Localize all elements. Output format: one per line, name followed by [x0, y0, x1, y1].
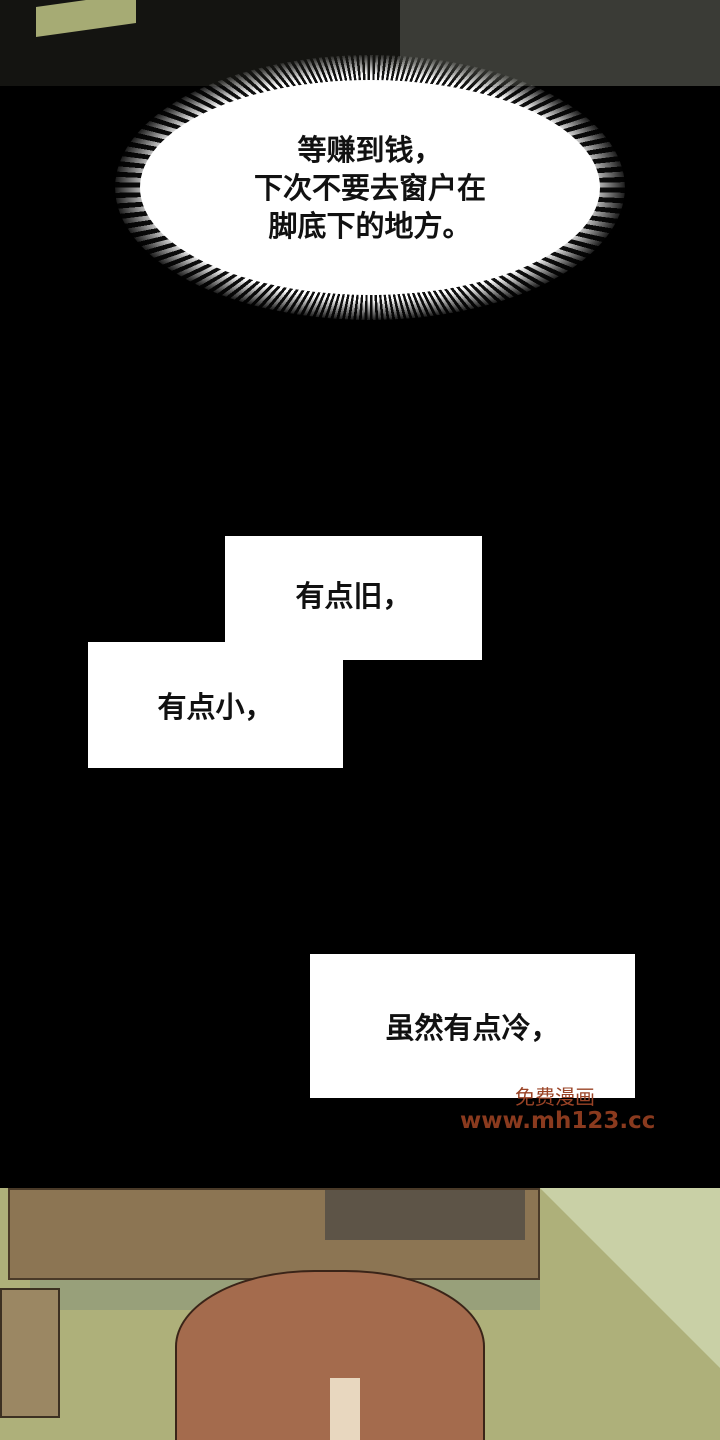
caption-box: 有点旧， — [225, 536, 482, 660]
watermark-title: 免费漫画 — [515, 1085, 595, 1109]
character-face — [330, 1378, 360, 1440]
watermark: 免费漫画 www.mh123.cc — [460, 1085, 656, 1134]
bubble-line: 脚底下的地方。 — [268, 208, 472, 243]
top-panel-scene — [0, 0, 720, 86]
speech-bubble: 等赚到钱， 下次不要去窗户在 脚底下的地方。 — [140, 80, 600, 295]
caption-box: 虽然有点冷， — [310, 954, 635, 1098]
wall — [540, 1188, 720, 1440]
bubble-line: 下次不要去窗户在 — [253, 170, 486, 205]
cardboard-box — [0, 1288, 60, 1418]
bubble-line: 等赚到钱， — [297, 132, 443, 167]
cabinet — [8, 1188, 540, 1280]
watermark-url: www.mh123.cc — [460, 1108, 656, 1134]
cabinet-opening — [325, 1190, 525, 1240]
caption-box: 有点小， — [88, 642, 343, 768]
bottom-panel-scene — [0, 1188, 720, 1440]
